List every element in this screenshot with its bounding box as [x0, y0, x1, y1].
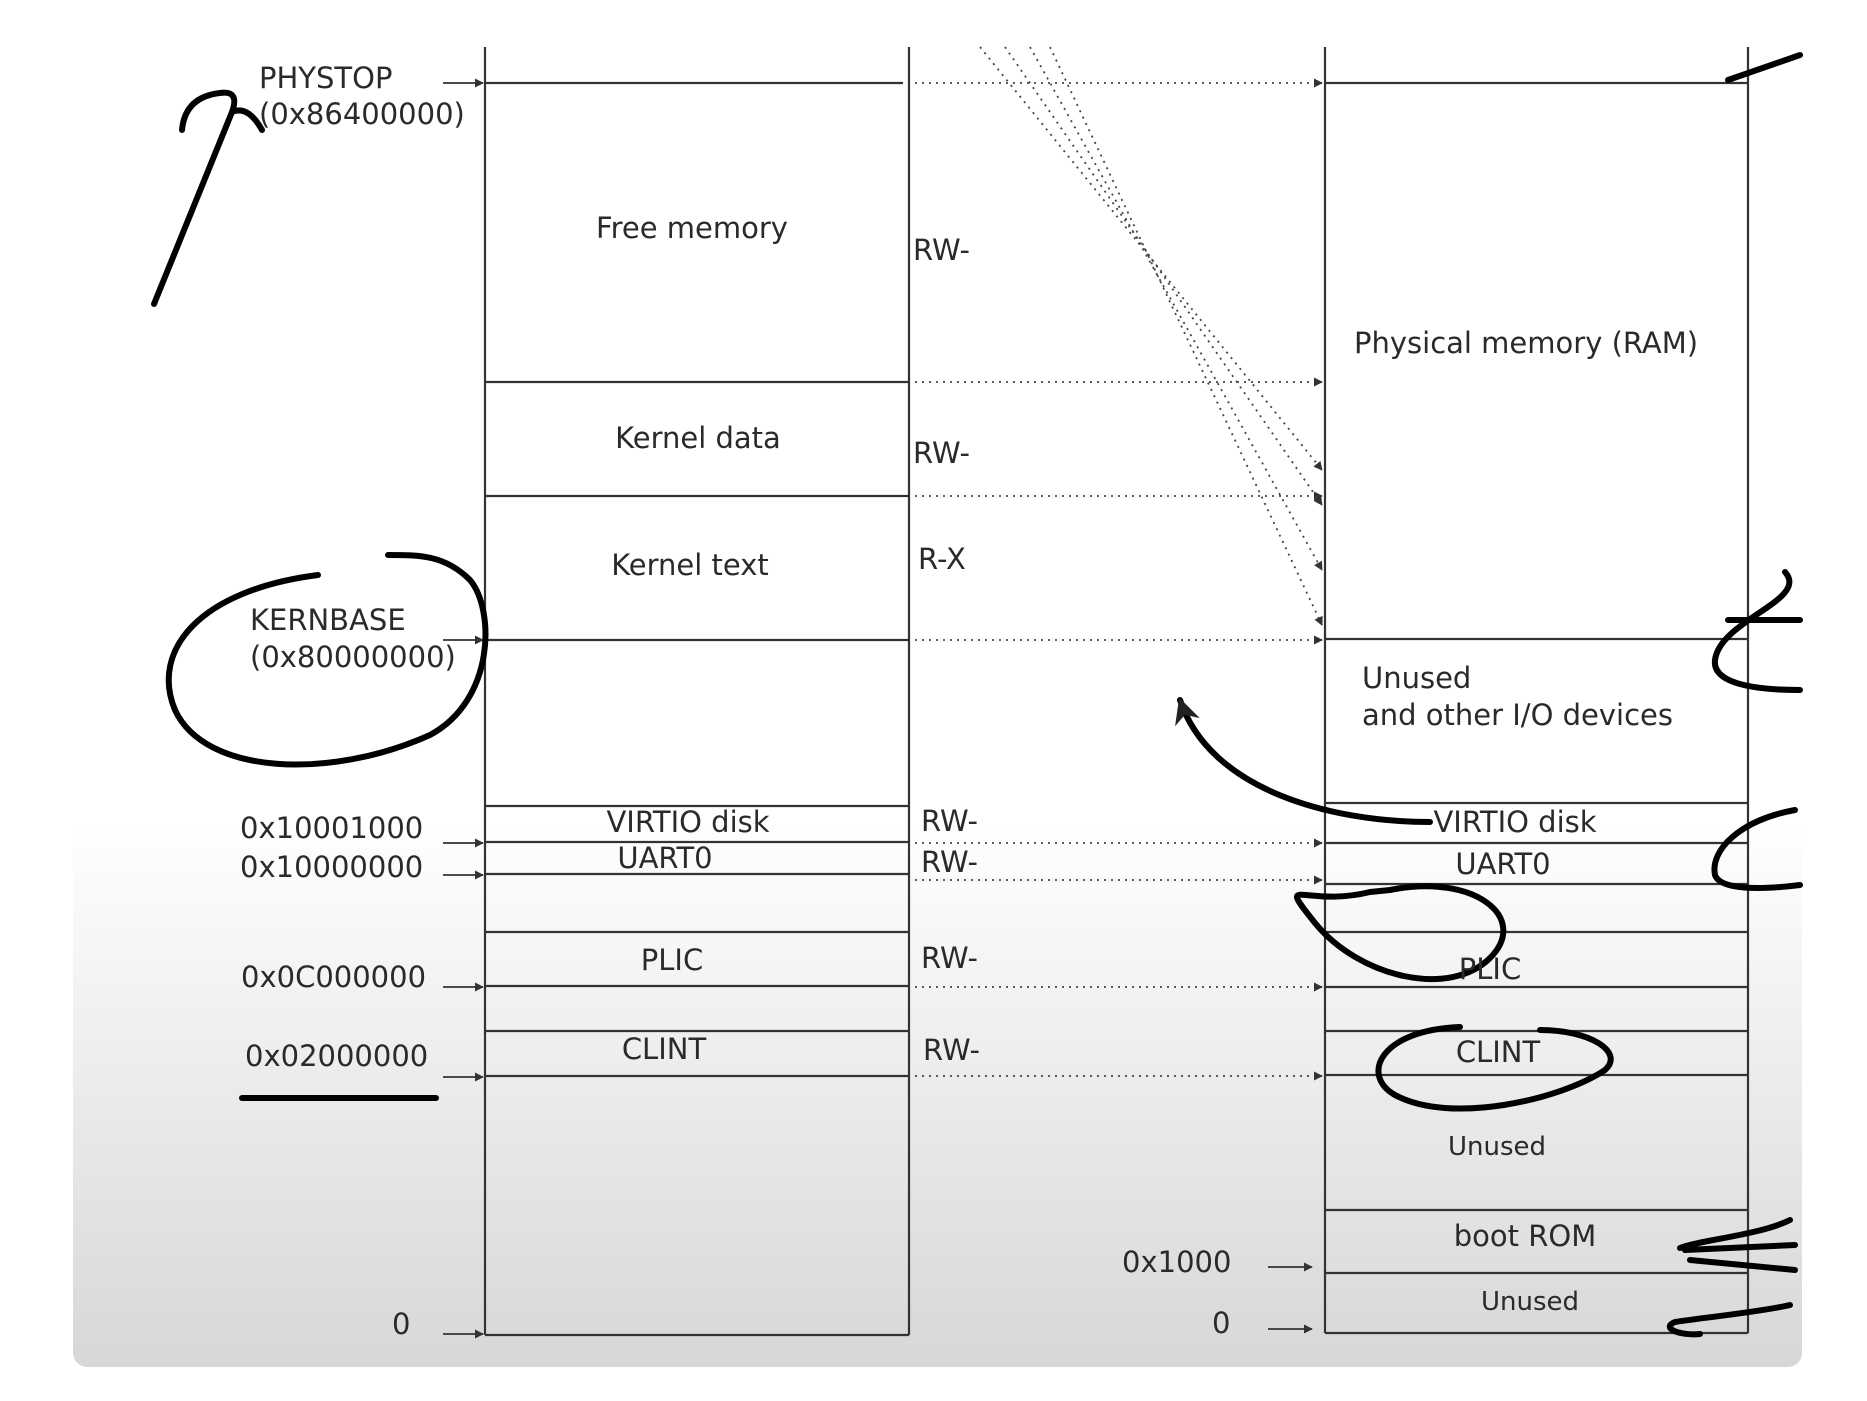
pen-mark-virtio — [1711, 807, 1803, 891]
phys-region-unused-low: Unused — [1480, 1287, 1580, 1317]
addr-clint: 0x02000000 — [245, 1039, 429, 1073]
phys-region-unused-io-1: Unused — [1362, 661, 1472, 695]
region-clint: CLINT — [621, 1032, 707, 1066]
pen-mark-top-right — [1725, 52, 1803, 83]
kernbase-value: (0x80000000) — [250, 640, 456, 674]
pen-mark-unused-io — [1711, 569, 1803, 693]
perm-kernel-text: R-X — [918, 542, 966, 576]
addr-zero: 0 — [392, 1307, 411, 1341]
phystop-value: (0x86400000) — [259, 97, 465, 131]
slide-background — [73, 0, 1802, 1367]
phys-region-uart0: UART0 — [1455, 847, 1551, 881]
physical-address-column — [1323, 47, 1750, 1335]
addr-uart: 0x10000000 — [240, 850, 424, 884]
phys-region-virtio-disk: VIRTIO disk — [1433, 805, 1597, 839]
region-uart0: UART0 — [617, 841, 713, 875]
phys-addr-zero: 0 — [1212, 1306, 1231, 1340]
phys-region-plic: PLIC — [1458, 952, 1522, 986]
pen-mark-unused-low — [1666, 1302, 1793, 1338]
phystop-label: PHYSTOP — [259, 61, 393, 95]
perm-clint: RW- — [923, 1033, 980, 1067]
phys-addr-boot-rom: 0x1000 — [1122, 1245, 1232, 1279]
kernbase-label: KERNBASE — [250, 603, 406, 637]
addr-virtio: 0x10001000 — [240, 811, 424, 845]
phys-region-unused-mid: Unused — [1447, 1132, 1547, 1162]
region-plic: PLIC — [640, 943, 704, 977]
region-virtio-disk: VIRTIO disk — [606, 805, 770, 839]
perm-kernel-data: RW- — [913, 436, 970, 470]
phys-region-boot-rom: boot ROM — [1453, 1219, 1597, 1253]
phys-region-unused-io-2: and other I/O devices — [1362, 698, 1673, 732]
handwritten-annotations — [151, 52, 1803, 1338]
perm-plic: RW- — [921, 941, 978, 975]
mapping-arrows — [915, 46, 1323, 1081]
perm-free-memory: RW- — [913, 233, 970, 267]
pen-circle-plic — [1294, 883, 1507, 982]
perm-uart0: RW- — [921, 845, 978, 879]
addr-plic: 0x0C000000 — [241, 960, 427, 994]
pen-stroke-tick — [151, 89, 265, 307]
pen-circle-clint — [1375, 1024, 1614, 1112]
phys-region-clint: CLINT — [1455, 1035, 1541, 1069]
region-kernel-text: Kernel text — [611, 548, 769, 582]
address-tick-arrows — [443, 78, 1313, 1339]
pen-arrow-curve — [1175, 697, 1433, 825]
pen-circle-kernbase — [165, 552, 489, 768]
virtual-address-column — [483, 47, 911, 1337]
region-kernel-data: Kernel data — [615, 421, 781, 455]
region-free-memory: Free memory — [596, 211, 788, 245]
phys-region-ram: Physical memory (RAM) — [1354, 326, 1699, 360]
pen-mark-bootrom — [1677, 1217, 1798, 1273]
perm-virtio-disk: RW- — [921, 804, 978, 838]
